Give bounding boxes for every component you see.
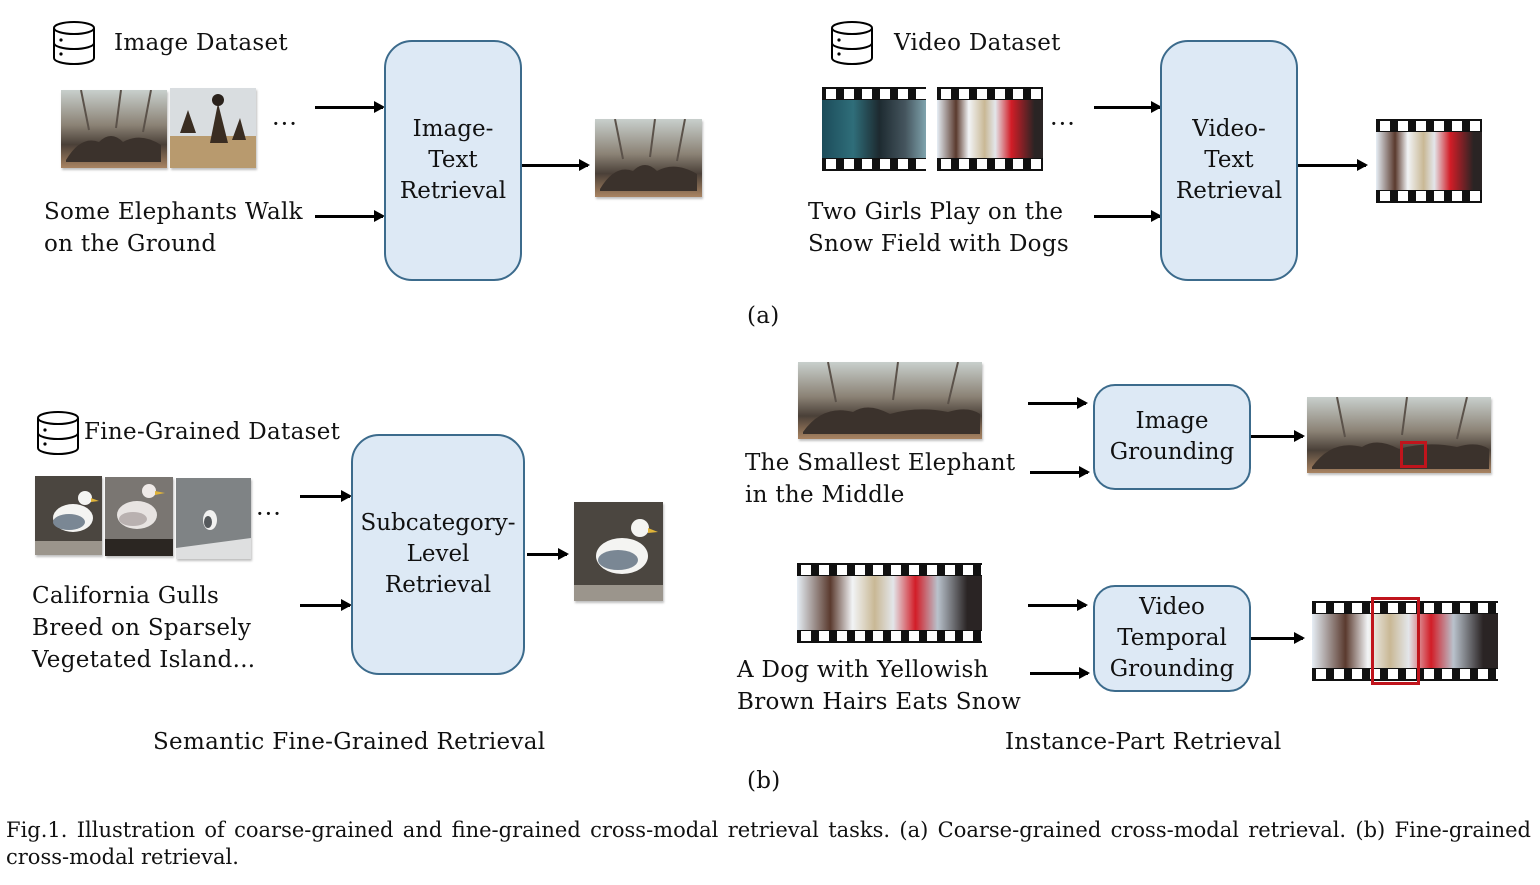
arrow-image-in [1028, 397, 1088, 409]
ellipsis: ··· [256, 500, 282, 528]
query-line: Vegetated Island... [32, 647, 256, 673]
grounding-bounding-box [1400, 441, 1427, 468]
panel-a-label: (a) [747, 303, 780, 329]
database-icon [831, 21, 873, 65]
query-line: The Smallest Elephant [745, 450, 1016, 476]
module-label: Level [406, 541, 470, 567]
query-line: Breed on Sparsely [32, 615, 252, 641]
arrow-text-in [1030, 466, 1090, 478]
query-line: California Gulls [32, 583, 220, 609]
image-text-retrieval-module: Image- Text Retrieval [384, 40, 522, 281]
module-label: Grounding [1109, 656, 1235, 682]
arrow-out [1251, 632, 1305, 644]
ellipsis: ··· [1050, 110, 1076, 138]
video-dataset-title: Video Dataset [894, 30, 1061, 56]
query-text: The Smallest Elephant in the Middle [745, 447, 1015, 511]
module-label: Subcategory- [360, 510, 516, 536]
query-line: Some Elephants Walk [44, 199, 303, 225]
subcategory-level-retrieval-module: Subcategory- Level Retrieval [351, 434, 525, 675]
query-line: A Dog with Yellowish [737, 657, 989, 683]
figure-caption: Fig.1. Illustration of coarse-grained an… [6, 818, 1531, 869]
gull-thumbnail-2 [105, 477, 173, 556]
panel-b-label: (b) [747, 768, 781, 794]
image-dataset-title: Image Dataset [114, 30, 288, 56]
temporal-segment-highlight [1371, 597, 1420, 685]
query-text: California Gulls Breed on Sparsely Veget… [32, 580, 255, 676]
arrow-text-in [300, 599, 352, 611]
arrow-out [1251, 430, 1305, 442]
module-label: Text [428, 147, 478, 173]
arrow-video-in [1094, 101, 1162, 113]
arrow-out [522, 159, 590, 171]
arrow-image-in [300, 490, 352, 502]
query-line: in the Middle [745, 482, 905, 508]
module-label: Text [1204, 147, 1254, 173]
arrow-text-in [315, 210, 385, 222]
module-label: Retrieval [399, 178, 507, 204]
fine-grained-dataset-title: Fine-Grained Dataset [84, 419, 341, 445]
module-label: Video [1139, 594, 1205, 620]
arrow-out [527, 548, 569, 560]
grounded-video-clip [1312, 601, 1498, 681]
elephants-thumbnail [61, 90, 167, 168]
grounded-elephant-image [1307, 397, 1491, 473]
instance-part-subtitle: Instance-Part Retrieval [1005, 729, 1282, 755]
module-label: Image- [412, 116, 494, 142]
snow-input-video [797, 563, 982, 643]
gull-thumbnail-3 [176, 478, 251, 559]
snow-girls-video-thumbnail [937, 87, 1043, 171]
query-line: Snow Field with Dogs [808, 231, 1069, 257]
arrow-text-in [1094, 210, 1162, 222]
arrow-image-in [315, 101, 385, 113]
query-text: Some Elephants Walk on the Ground [44, 196, 303, 260]
elephants-input-image [798, 362, 982, 439]
query-text: A Dog with Yellowish Brown Hairs Eats Sn… [737, 654, 1021, 718]
result-video-clip [1376, 119, 1482, 203]
query-line: Brown Hairs Eats Snow [737, 689, 1022, 715]
module-label: Retrieval [1175, 178, 1283, 204]
arrow-video-in [1028, 599, 1088, 611]
module-label: Temporal [1117, 625, 1227, 651]
database-icon [37, 411, 79, 455]
result-gull-image [574, 502, 663, 601]
arrow-out [1298, 159, 1368, 171]
video-temporal-grounding-module: Video Temporal Grounding [1093, 585, 1251, 692]
query-text: Two Girls Play on the Snow Field with Do… [808, 196, 1069, 260]
wild-dogs-thumbnail [170, 88, 256, 168]
query-line: Two Girls Play on the [808, 199, 1064, 225]
lab-scene-video-thumbnail [822, 87, 926, 171]
module-label: Retrieval [384, 572, 492, 598]
arrow-text-in [1030, 667, 1090, 679]
module-label: Grounding [1109, 439, 1235, 465]
query-line: on the Ground [44, 231, 217, 257]
result-elephants-image [595, 119, 702, 197]
video-text-retrieval-module: Video- Text Retrieval [1160, 40, 1298, 281]
module-label: Video- [1192, 116, 1266, 142]
module-label: Image [1135, 408, 1209, 434]
semantic-subtitle: Semantic Fine-Grained Retrieval [153, 729, 546, 755]
database-icon [53, 21, 95, 65]
ellipsis: ··· [272, 110, 298, 138]
gull-thumbnail-1 [35, 476, 102, 555]
image-grounding-module: Image Grounding [1093, 384, 1251, 490]
